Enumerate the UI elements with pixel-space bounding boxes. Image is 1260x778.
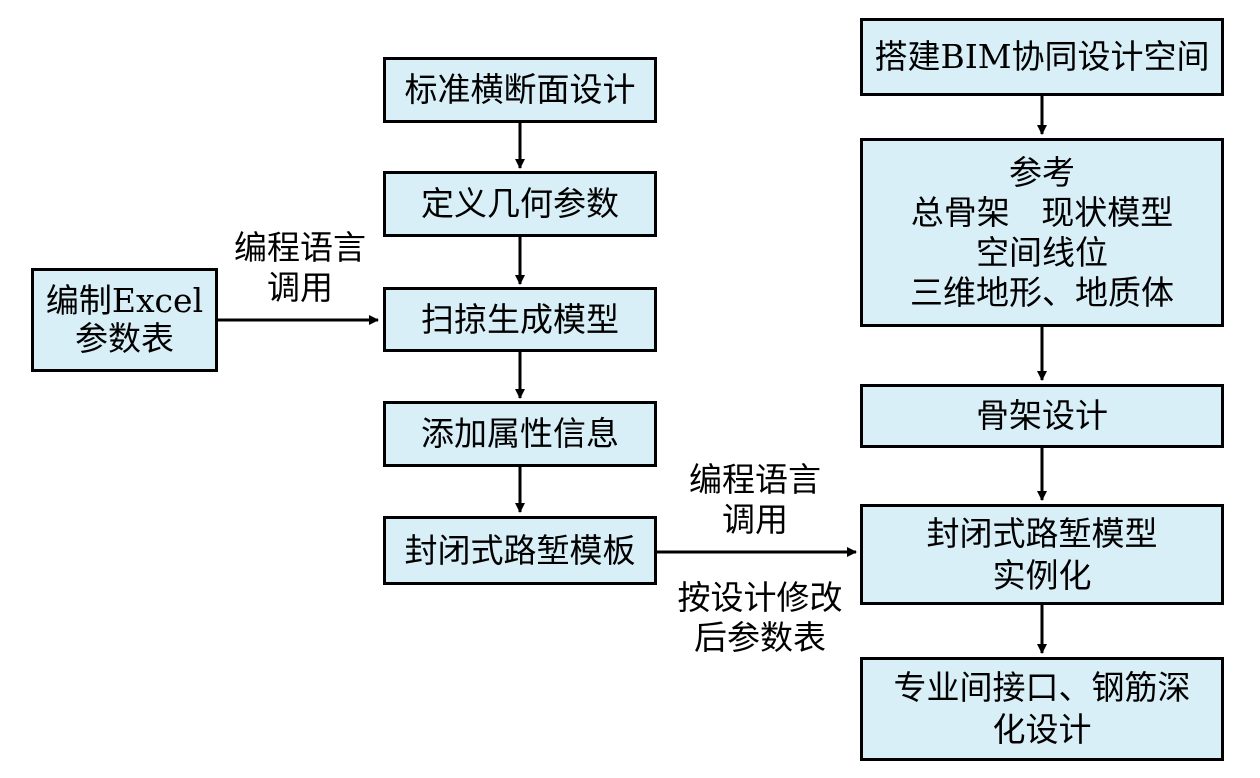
programming-call-label-1-line2: 调用	[267, 268, 333, 307]
standard-cross-section-label: 标准横断面设计	[404, 70, 636, 109]
detail-design-line2: 化设计	[992, 710, 1092, 749]
reference-line1: 参考	[1009, 152, 1075, 192]
define-geometry-label: 定义几何参数	[421, 184, 619, 223]
closed-cutting-template-label: 封闭式路堑模板	[404, 530, 636, 570]
closed-cutting-template-box: 封闭式路堑模板	[383, 516, 657, 585]
add-attributes-box: 添加属性信息	[383, 401, 657, 467]
modified-params-label: 按设计修改 后参数表	[660, 578, 860, 658]
detail-design-line1: 专业间接口、钢筋深	[893, 668, 1191, 707]
reference-line2: 总骨架 现状模型	[910, 192, 1174, 232]
add-attributes-label: 添加属性信息	[421, 414, 619, 453]
excel-table-box: 编制Excel 参数表	[31, 268, 218, 372]
modified-params-label-line2: 后参数表	[694, 618, 826, 657]
reference-line4: 三维地形、地质体	[910, 272, 1174, 312]
define-geometry-box: 定义几何参数	[383, 171, 657, 237]
instantiation-line2: 实例化	[992, 555, 1092, 595]
bim-space-box: 搭建BIM协同设计空间	[860, 18, 1224, 96]
skeleton-design-box: 骨架设计	[860, 384, 1224, 448]
sweep-model-label: 扫掠生成模型	[421, 299, 619, 339]
programming-call-label-2: 编程语言 调用	[665, 460, 845, 540]
programming-call-label-2-line2: 调用	[722, 500, 788, 539]
bim-space-label: 搭建BIM协同设计空间	[874, 37, 1210, 76]
modified-params-label-line1: 按设计修改	[677, 578, 843, 617]
reference-line3: 空间线位	[976, 232, 1108, 272]
sweep-model-box: 扫掠生成模型	[383, 287, 657, 352]
programming-call-label-1-line1: 编程语言	[234, 228, 366, 267]
instantiation-box: 封闭式路堑模型 实例化	[860, 504, 1224, 605]
excel-table-line2: 参数表	[75, 319, 174, 358]
programming-call-label-2-line1: 编程语言	[689, 460, 821, 499]
reference-box: 参考 总骨架 现状模型 空间线位 三维地形、地质体	[860, 138, 1224, 327]
instantiation-line1: 封闭式路堑模型	[926, 513, 1158, 553]
standard-cross-section-box: 标准横断面设计	[383, 57, 657, 123]
programming-call-label-1: 编程语言 调用	[210, 228, 390, 308]
excel-table-line1: 编制Excel	[45, 281, 204, 320]
skeleton-design-label: 骨架设计	[976, 396, 1108, 435]
detail-design-box: 专业间接口、钢筋深 化设计	[860, 657, 1224, 761]
